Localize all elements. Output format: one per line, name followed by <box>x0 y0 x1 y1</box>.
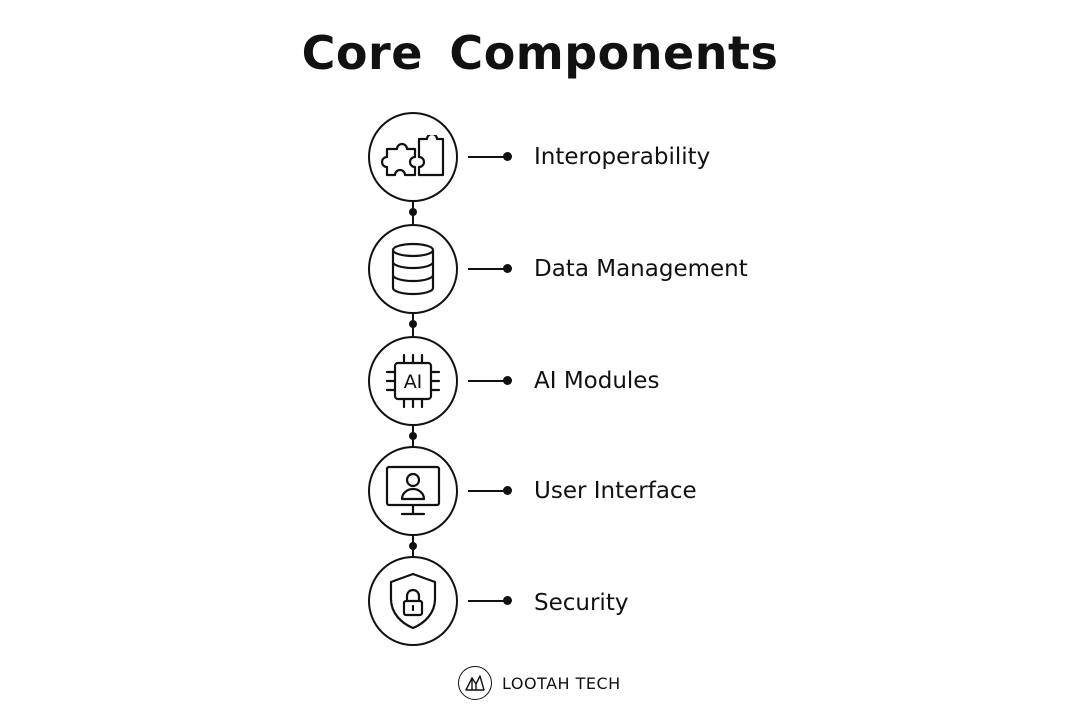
connector-dot <box>503 596 512 605</box>
brand-name: LOOTAH TECH <box>502 673 621 693</box>
connector-dot <box>503 264 512 273</box>
monitor-user-icon <box>385 465 441 516</box>
node-ai-modules: AI <box>368 336 458 426</box>
diagram-title: Core Components <box>301 26 779 80</box>
shield-lock-icon <box>389 572 437 630</box>
spine-dot <box>409 320 417 328</box>
connector-line <box>468 156 508 158</box>
connector-dot <box>503 486 512 495</box>
label-security: Security <box>534 590 629 616</box>
label-user-interface: User Interface <box>534 478 697 504</box>
label-ai-modules: AI Modules <box>534 368 660 394</box>
connector-line <box>468 380 508 382</box>
lootah-logo <box>458 666 492 700</box>
label-data-management: Data Management <box>534 256 748 282</box>
node-data-management <box>368 224 458 314</box>
connector-dot <box>503 152 512 161</box>
node-interoperability <box>368 112 458 202</box>
label-interoperability: Interoperability <box>534 144 711 170</box>
spine-dot <box>409 542 417 550</box>
spine-dot <box>409 208 417 216</box>
spine-dot <box>409 432 417 440</box>
connector-line <box>468 600 508 602</box>
brand-footer: LOOTAH TECH <box>458 666 621 700</box>
puzzle-icon <box>381 135 445 177</box>
connector-line <box>468 490 508 492</box>
node-security <box>368 556 458 646</box>
connector-line <box>468 268 508 270</box>
connector-dot <box>503 376 512 385</box>
ai-chip-text: AI <box>404 371 423 393</box>
database-icon <box>391 242 435 296</box>
node-user-interface <box>368 446 458 536</box>
ai-chip-icon: AI <box>385 353 441 409</box>
